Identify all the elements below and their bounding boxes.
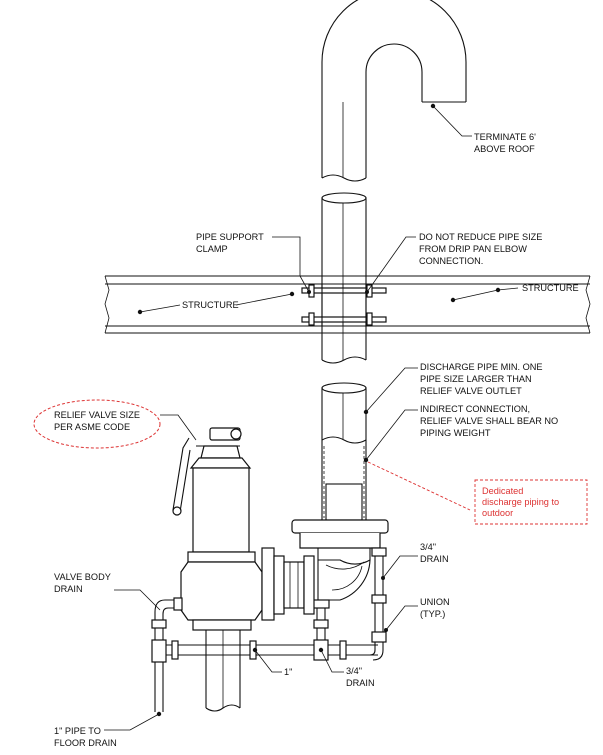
relief-valve [172,427,315,712]
label-do-not-reduce-3: CONNECTION. [419,256,483,266]
label-do-not-reduce-2: FROM DRIP PAN ELBOW [419,244,527,254]
label-floor-drain-1: 1" PIPE TO [54,726,101,736]
label-indirect-2: RELIEF VALVE SHALL BEAR NO [420,416,558,426]
roof-termination-bend [321,0,467,182]
label-discharge-2: PIPE SIZE LARGER THAN [420,374,532,384]
label-indirect-1: INDIRECT CONNECTION, [420,404,530,414]
leaders [104,103,519,731]
label-structure-left: STRUCTURE [182,300,239,310]
label-valve-body-1: VALVE BODY [54,572,111,582]
label-pipe-support-1: PIPE SUPPORT [196,232,264,242]
label-relief-size-1: RELIEF VALVE SIZE [54,410,140,420]
label-drain-34-bottom-1: 3/4" [346,666,362,676]
label-dedicated-1: Dedicated [482,486,523,496]
labels: TERMINATE 6' ABOVE ROOF PIPE SUPPORT CLA… [54,132,579,748]
label-relief-size-2: PER ASME CODE [54,422,130,432]
label-indirect-3: PIPING WEIGHT [420,428,491,438]
label-union-2: (TYP.) [420,609,445,619]
relief-size-callout-ellipse [33,399,161,449]
label-terminate-2: ABOVE ROOF [474,144,535,154]
red-annotations [33,399,588,525]
label-one-inch: 1" [284,667,292,677]
drip-pan-elbow [291,519,389,609]
label-drain-34-bottom-2: DRAIN [346,678,375,688]
lower-discharge-pipe [321,382,367,521]
label-union-1: UNION [420,597,450,607]
label-floor-drain-2: FLOOR DRAIN [54,738,117,748]
structure-beam [104,275,591,334]
dedicated-callout-box [474,479,588,525]
label-valve-body-2: DRAIN [54,584,83,594]
label-drain-34-top-1: 3/4" [420,542,436,552]
label-discharge-3: RELIEF VALVE OUTLET [420,386,522,396]
label-discharge-1: DISCHARGE PIPE MIN. ONE [420,362,543,372]
label-dedicated-2: discharge piping to [482,497,559,507]
label-dedicated-3: outdoor [482,508,513,518]
drip-pan-drain-piping [313,547,387,661]
label-pipe-support-2: CLAMP [196,244,228,254]
label-do-not-reduce-1: DO NOT REDUCE PIPE SIZE [419,232,542,242]
pipe-through-structure [321,192,367,364]
label-structure-right: STRUCTURE [522,283,579,293]
label-drain-34-top-2: DRAIN [420,554,449,564]
label-terminate-1: TERMINATE 6' [474,132,536,142]
